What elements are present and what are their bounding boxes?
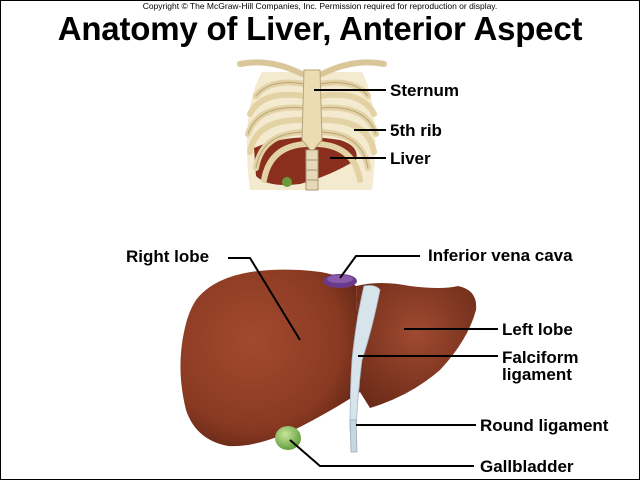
right-lobe-leader: [228, 257, 301, 341]
left-lobe-shape: [356, 283, 477, 408]
label-falciform: Falciform: [502, 348, 579, 367]
label-5th-rib: 5th rib: [390, 121, 442, 140]
right-lobe-shape: [180, 269, 360, 447]
label-liver: Liver: [390, 149, 431, 168]
label-left-lobe: Left lobe: [502, 320, 573, 339]
gallbladder-leader: [289, 439, 474, 467]
label-falciform-ligament: ligament: [502, 365, 572, 384]
page-title: Anatomy of Liver, Anterior Aspect: [57, 10, 583, 47]
label-sternum: Sternum: [390, 81, 459, 100]
falciform-ligament-shape: [349, 285, 381, 431]
round-ligament-shape: [349, 419, 358, 453]
copyright-notice: Copyright © The McGraw-Hill Companies, I…: [142, 1, 498, 11]
label-gallbladder: Gallbladder: [480, 457, 574, 476]
label-inferior-vena-cava: Inferior vena cava: [428, 246, 573, 265]
ivc-leader: [339, 255, 420, 279]
small-gallbladder: [282, 177, 292, 187]
label-round-ligament: Round ligament: [480, 416, 609, 435]
label-right-lobe: Right lobe: [126, 247, 210, 266]
liver-illustration: [180, 255, 498, 467]
sternum-bone: [301, 69, 323, 153]
rib-cage-illustration: [237, 59, 387, 191]
